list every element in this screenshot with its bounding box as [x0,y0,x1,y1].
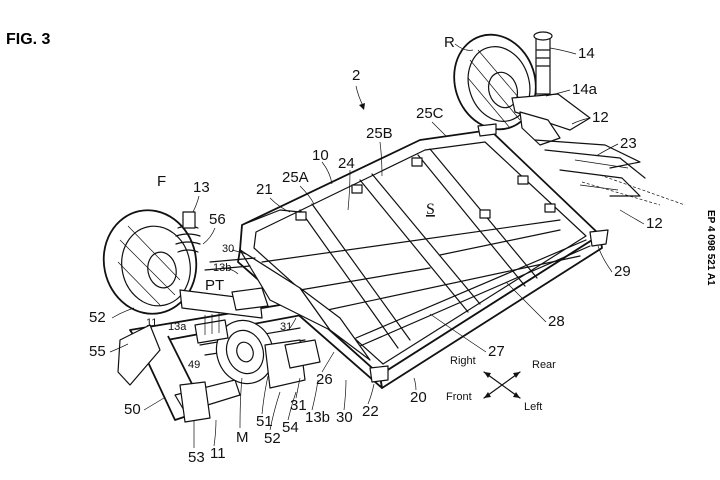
reference-labels: 2 R 14 14a 12 23 12 29 28 27 25C 25B 25A… [89,34,663,466]
label-12-top: 12 [592,109,609,126]
label-30-left: 30 [222,243,234,255]
label-14: 14 [578,45,595,62]
publication-number: EP 4 098 521 A1 [705,210,716,286]
label-12-right: 12 [646,215,663,232]
label-2: 2 [352,67,360,84]
label-11-bottom: 11 [210,445,226,462]
arrow-rear-head [513,372,520,378]
label-M: M [236,429,249,446]
direction-right: Right [450,355,476,367]
front-side-members [204,249,371,369]
figure-title: FIG. 3 [6,31,51,48]
arrow-front-left-axis [483,371,521,399]
label-13b-upper: 13b [213,262,231,274]
label-22: 22 [362,403,379,420]
label-21: 21 [256,181,273,198]
region-S: S [426,201,435,218]
label-30-lower: 30 [336,409,353,426]
label-31-upper: 31 [280,321,292,333]
label-25A: 25A [282,169,309,186]
label-50: 50 [124,401,141,418]
direction-left: Left [524,401,542,413]
label-R: R [444,34,455,51]
label-10: 10 [312,147,329,164]
direction-front: Front [446,391,472,403]
label-14a: 14a [572,81,598,98]
label-13a: 13a [168,321,187,333]
rear-suspension-arm [511,93,591,146]
label-25B: 25B [366,125,393,142]
label-54: 54 [282,419,299,436]
label-24: 24 [338,155,355,172]
label-20: 20 [410,389,427,406]
rear-damper [533,31,553,95]
direction-rear: Rear [532,359,556,371]
label-29: 29 [614,263,631,280]
label-13: 13 [193,179,210,196]
label-11-near: 11 [146,317,157,329]
label-31-lower: 31 [290,397,307,414]
arrow-front-head [484,392,491,398]
direction-indicator: Right Rear Front Left [446,355,556,413]
arrow-left-head [513,392,520,398]
label-56: 56 [209,211,226,228]
label-52-bottom: 52 [264,430,281,447]
leader-lines [109,43,645,449]
label-23: 23 [620,135,637,152]
label-F: F [157,173,166,190]
label-25C: 25C [416,105,444,122]
label-2-arrow-head [359,103,365,110]
label-55: 55 [89,343,106,360]
front-wheel [102,209,198,315]
label-49: 49 [188,359,200,371]
front-damper-spring [175,211,201,253]
label-51: 51 [256,413,273,430]
label-28: 28 [548,313,565,330]
label-52-left: 52 [89,309,106,326]
rear-rails [534,139,686,206]
label-27: 27 [488,343,505,360]
arrow-right-head [484,372,491,378]
label-26: 26 [316,371,333,388]
label-53: 53 [188,449,205,466]
label-PT: PT [205,277,224,294]
label-13b-lower: 13b [305,409,330,426]
